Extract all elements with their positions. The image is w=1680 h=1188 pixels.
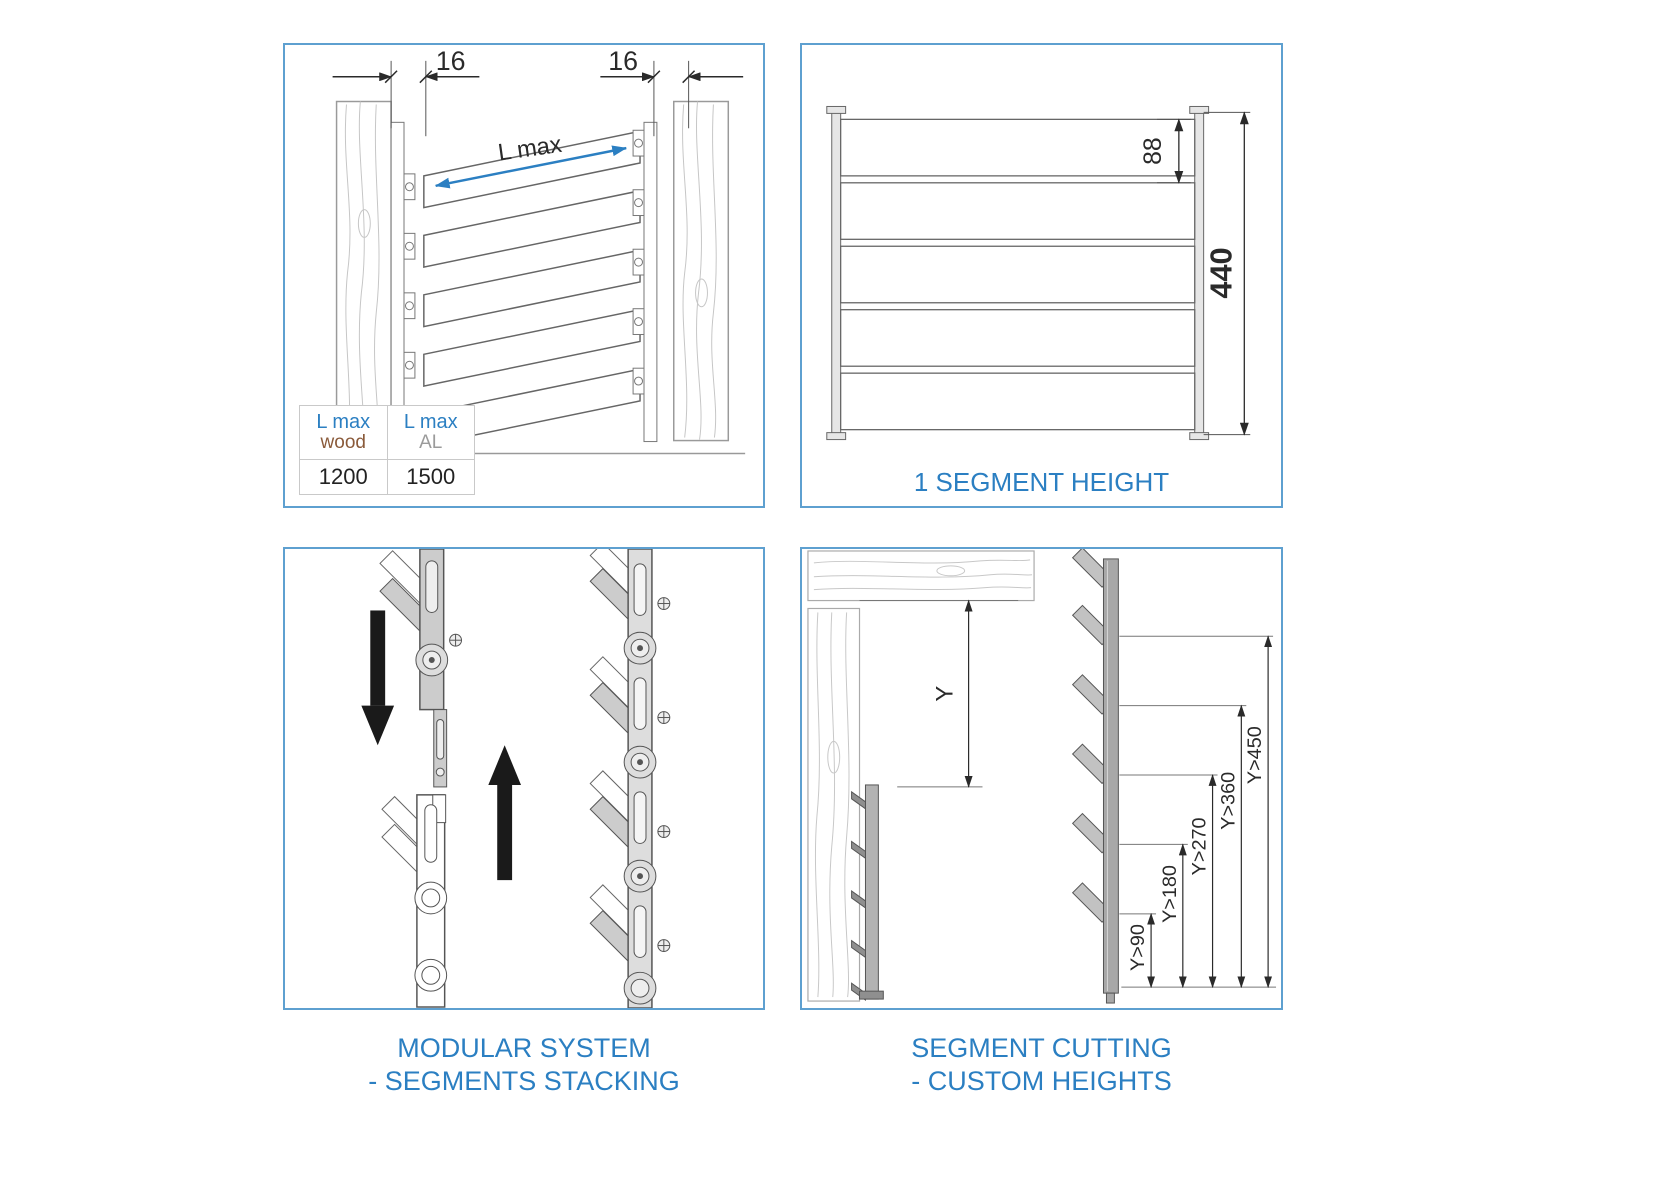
dim-440-label: 440 bbox=[1203, 247, 1238, 298]
slat bbox=[423, 249, 641, 328]
mounting-rail-right bbox=[643, 121, 658, 443]
lower-segment bbox=[381, 794, 448, 1008]
table-header-wood: L max wood bbox=[300, 406, 387, 459]
dim-16-left-label: 16 bbox=[436, 46, 466, 76]
table-value-al: 1500 bbox=[386, 459, 475, 495]
dim-88: 88 bbox=[1140, 118, 1191, 184]
segment-slat bbox=[840, 309, 1196, 367]
wood-board-top bbox=[807, 550, 1035, 602]
lmax-diagram: L max 16 16 bbox=[329, 46, 746, 455]
panel-cutting: Y Y>90 Y>180 bbox=[800, 547, 1283, 1010]
segment-slat bbox=[840, 245, 1196, 304]
slats bbox=[423, 130, 641, 447]
segment-slat bbox=[840, 118, 1196, 177]
dim-440: 440 bbox=[1203, 111, 1251, 436]
dim-16-right-label: 16 bbox=[608, 46, 638, 76]
segment-slats bbox=[840, 118, 1196, 431]
lmax-table: L max wood L max AL 1200 1500 bbox=[299, 405, 475, 496]
segment-slat bbox=[840, 182, 1196, 240]
caption-cutting-line1: SEGMENT CUTTING bbox=[911, 1033, 1172, 1063]
segment-height-caption: 1 SEGMENT HEIGHT bbox=[913, 467, 1170, 497]
lmax-al-sub: AL bbox=[419, 432, 443, 453]
caption-modular-line2: - SEGMENTS STACKING bbox=[368, 1066, 680, 1096]
wood-post-left bbox=[335, 100, 392, 455]
wood-post-right bbox=[673, 100, 730, 442]
y-label: Y bbox=[932, 686, 959, 702]
cut-label-360: Y>360 bbox=[1217, 772, 1239, 830]
panel-lmax: L max 16 16 bbox=[283, 43, 765, 508]
dim-16-left: 16 bbox=[332, 46, 480, 137]
cut-dimensions: Y>90 Y>180 Y>270 Y>360 Y>450 bbox=[1119, 635, 1277, 989]
caption-modular: MODULAR SYSTEM - SEGMENTS STACKING bbox=[283, 1032, 765, 1098]
table-header-al: L max AL bbox=[386, 406, 475, 459]
mounting-rail-left bbox=[390, 121, 405, 443]
cut-label-90: Y>90 bbox=[1127, 924, 1149, 971]
y-dimension: Y bbox=[859, 599, 1019, 788]
segment-height-diagram: 88 440 bbox=[826, 105, 1251, 441]
caption-modular-line1: MODULAR SYSTEM bbox=[397, 1033, 651, 1063]
wall-rail bbox=[851, 784, 884, 1002]
segment-slat bbox=[840, 372, 1196, 431]
wood-board-left bbox=[807, 607, 861, 1002]
cut-rail bbox=[1071, 549, 1119, 1004]
upper-segment bbox=[379, 549, 463, 788]
slat bbox=[423, 189, 641, 268]
panel-modular bbox=[283, 547, 765, 1010]
caption-cutting: SEGMENT CUTTING - CUSTOM HEIGHTS bbox=[800, 1032, 1283, 1098]
cut-label-450: Y>450 bbox=[1244, 726, 1266, 784]
caption-cutting-line2: - CUSTOM HEIGHTS bbox=[911, 1066, 1172, 1096]
arrow-down-icon bbox=[361, 610, 395, 746]
lmax-wood-sub: wood bbox=[320, 432, 366, 453]
dim-16-right: 16 bbox=[600, 46, 744, 137]
panel-segment-height: 88 440 1 SEGMENT HEIGHT bbox=[800, 43, 1283, 508]
stacked-assembly bbox=[589, 549, 671, 1008]
screw-icon bbox=[657, 597, 671, 952]
cut-label-180: Y>180 bbox=[1159, 865, 1181, 923]
arrow-up-icon bbox=[488, 745, 522, 881]
cutting-diagram: Y Y>90 Y>180 bbox=[807, 549, 1277, 1004]
segment-frame bbox=[826, 105, 1210, 441]
dim-88-label: 88 bbox=[1140, 137, 1167, 165]
lmax-al-head: L max bbox=[403, 411, 458, 433]
cut-label-270: Y>270 bbox=[1189, 817, 1211, 875]
lmax-wood-head: L max bbox=[316, 411, 371, 433]
slat bbox=[423, 308, 641, 387]
table-value-wood: 1200 bbox=[318, 463, 368, 489]
modular-diagram bbox=[361, 549, 671, 1008]
